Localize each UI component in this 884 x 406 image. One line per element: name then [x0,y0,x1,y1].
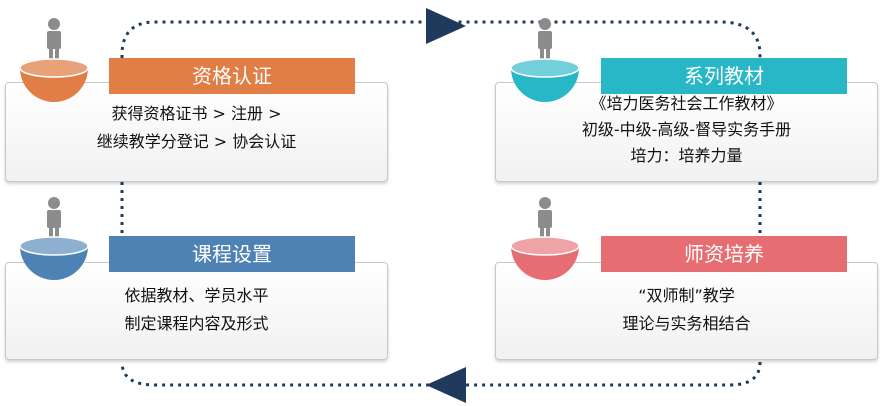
text-line: “双师制”教学 [638,286,735,305]
panel-certification-card: 获得资格证书 > 注册 > 继续教学分登记 > 协会认证 [5,82,388,182]
text-line: 《培力医务社会工作教材》 [590,94,783,113]
panel-certification-text: 获得资格证书 > 注册 > 继续教学分登记 > 协会认证 [6,103,387,153]
panel-curriculum-text: 依据教材、学员水平 制定课程内容及形式 [6,285,387,335]
top-dotted-line [120,20,762,82]
panel-faculty-card: “双师制”教学 理论与实务相结合 [495,262,878,360]
arrow-right-icon [426,8,466,44]
panel-certification-title: 资格认证 [109,58,355,94]
panel-textbooks-title: 系列教材 [601,58,847,94]
text-line: 继续教学分登记 > 协会认证 [96,132,297,151]
panel-faculty-title: 师资培养 [601,236,847,272]
panel-textbooks-card: 《培力医务社会工作教材》 初级-中级-高级-督导实务手册 培力：培养力量 [495,82,878,182]
text-line: 获得资格证书 > 注册 > [111,104,282,123]
text-line: 培力：培养力量 [630,146,743,165]
panel-textbooks-text: 《培力医务社会工作教材》 初级-中级-高级-督导实务手册 培力：培养力量 [496,93,877,167]
text-line: 初级-中级-高级-督导实务手册 [581,120,792,139]
text-line: 理论与实务相结合 [622,314,751,333]
text-line: 依据教材、学员水平 [124,286,269,305]
panel-faculty-text: “双师制”教学 理论与实务相结合 [496,285,877,335]
arrow-left-icon [426,367,466,403]
panel-curriculum-card: 依据教材、学员水平 制定课程内容及形式 [5,262,388,360]
text-line: 制定课程内容及形式 [124,314,269,333]
panel-curriculum-title: 课程设置 [109,236,355,272]
